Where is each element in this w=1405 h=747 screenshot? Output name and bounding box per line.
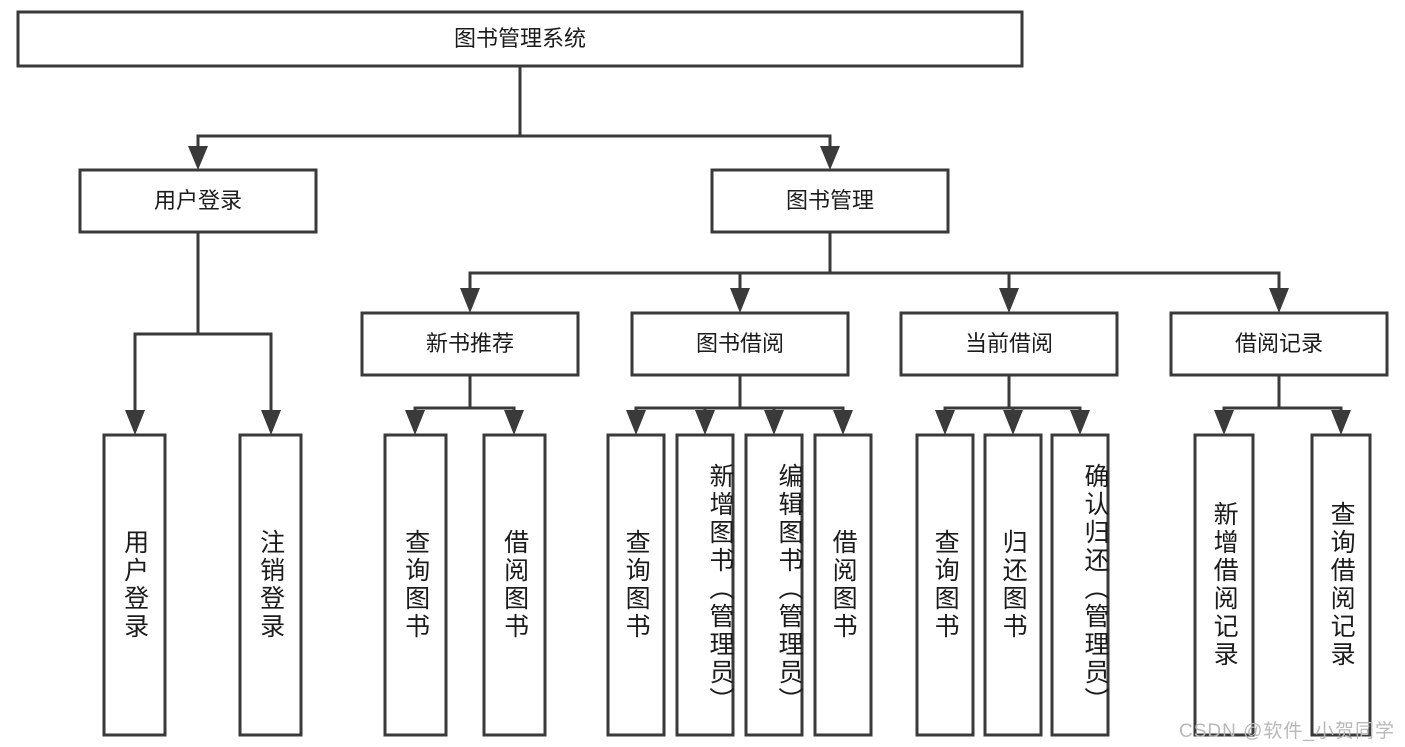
node-leaf-return-book-box[interactable] xyxy=(983,433,1043,737)
node-leaf-query-book-current-box[interactable] xyxy=(915,433,975,737)
connector-root-to-level2 xyxy=(188,64,840,170)
connector-current-borrow-to-leaves xyxy=(935,373,1090,435)
connector-new-book-recommend-to-leaves xyxy=(405,373,524,435)
node-user-login-box[interactable] xyxy=(78,168,318,234)
node-root[interactable]: 图书管理系统 xyxy=(16,10,1024,68)
node-borrow-record-label: 借阅记录 xyxy=(1235,331,1323,356)
node-leaf-user-logout-box[interactable] xyxy=(238,433,303,737)
node-book-manage-label: 图书管理 xyxy=(786,188,874,213)
csdn-watermark: CSDN @软件_小贺同学 xyxy=(1179,721,1395,742)
node-leaf-confirm-return-box[interactable] xyxy=(1050,433,1110,737)
node-root-label: 图书管理系统 xyxy=(454,26,586,51)
node-new-book-recommend-label: 新书推荐 xyxy=(426,331,514,356)
connector-book-borrow-to-leaves xyxy=(626,373,853,435)
connector-user-login-to-leaves xyxy=(125,230,281,435)
node-leaf-query-borrow-record-box[interactable] xyxy=(1310,433,1372,737)
node-new-book-recommend-box[interactable] xyxy=(360,311,580,377)
node-leaf-borrow-book-recommend-box[interactable] xyxy=(482,433,547,737)
arrow-head-leaf-borrow-book xyxy=(833,410,853,435)
arrow-head-leaf-query-borrow-record xyxy=(1331,410,1351,435)
arrow-head-leaf-edit-book xyxy=(764,410,784,435)
node-current-borrow-label: 当前借阅 xyxy=(965,331,1053,356)
arrow-head-leaf-confirm-return xyxy=(1070,410,1090,435)
connector-book-manage-to-level3 xyxy=(460,230,1289,313)
node-leaf-add-book-box[interactable] xyxy=(675,433,735,737)
node-root-box[interactable] xyxy=(16,10,1024,68)
arrow-head-book-borrow xyxy=(730,288,750,313)
node-new-book-recommend[interactable]: 新书推荐 xyxy=(360,311,580,377)
arrow-head-leaf-add-borrow-record xyxy=(1214,410,1234,435)
node-book-borrow[interactable]: 图书借阅 xyxy=(630,311,850,377)
node-user-login[interactable]: 用户登录 xyxy=(78,168,318,234)
node-leaf-edit-book-box[interactable] xyxy=(744,433,804,737)
arrow-head-leaf-query-book-current xyxy=(935,410,955,435)
arrow-head-leaf-return-book xyxy=(1003,410,1023,435)
leaf-boxes xyxy=(102,433,1372,737)
node-current-borrow-box[interactable] xyxy=(899,311,1119,377)
node-borrow-record-box[interactable] xyxy=(1169,311,1389,377)
connector-borrow-record-to-leaves xyxy=(1214,373,1351,435)
node-leaf-add-borrow-record-box[interactable] xyxy=(1193,433,1255,737)
arrow-head-leaf-borrow-book-recommend xyxy=(504,410,524,435)
node-borrow-record[interactable]: 借阅记录 xyxy=(1169,311,1389,377)
arrow-head-leaf-user-logout xyxy=(261,410,281,435)
arrow-head-to-user-login xyxy=(188,146,208,170)
arrow-head-current-borrow xyxy=(999,288,1019,313)
node-book-borrow-label: 图书借阅 xyxy=(696,331,784,356)
arrow-head-to-book-manage xyxy=(820,146,840,170)
node-leaf-query-book-recommend-box[interactable] xyxy=(383,433,448,737)
arrow-head-leaf-query-book-recommend xyxy=(405,410,425,435)
arrow-head-new-book-recommend xyxy=(460,288,480,313)
arrow-head-leaf-user-login xyxy=(125,410,145,435)
node-book-manage[interactable]: 图书管理 xyxy=(710,168,950,234)
node-leaf-user-login-box[interactable] xyxy=(102,433,167,737)
node-leaf-query-book-borrow-box[interactable] xyxy=(606,433,666,737)
node-user-login-label: 用户登录 xyxy=(154,188,242,213)
arrow-head-leaf-add-book xyxy=(695,410,715,435)
node-book-borrow-box[interactable] xyxy=(630,311,850,377)
node-leaf-borrow-book-box[interactable] xyxy=(813,433,873,737)
node-current-borrow[interactable]: 当前借阅 xyxy=(899,311,1119,377)
node-book-manage-box[interactable] xyxy=(710,168,950,234)
arrow-head-borrow-record xyxy=(1269,288,1289,313)
arrow-head-leaf-query-book-borrow xyxy=(626,410,646,435)
